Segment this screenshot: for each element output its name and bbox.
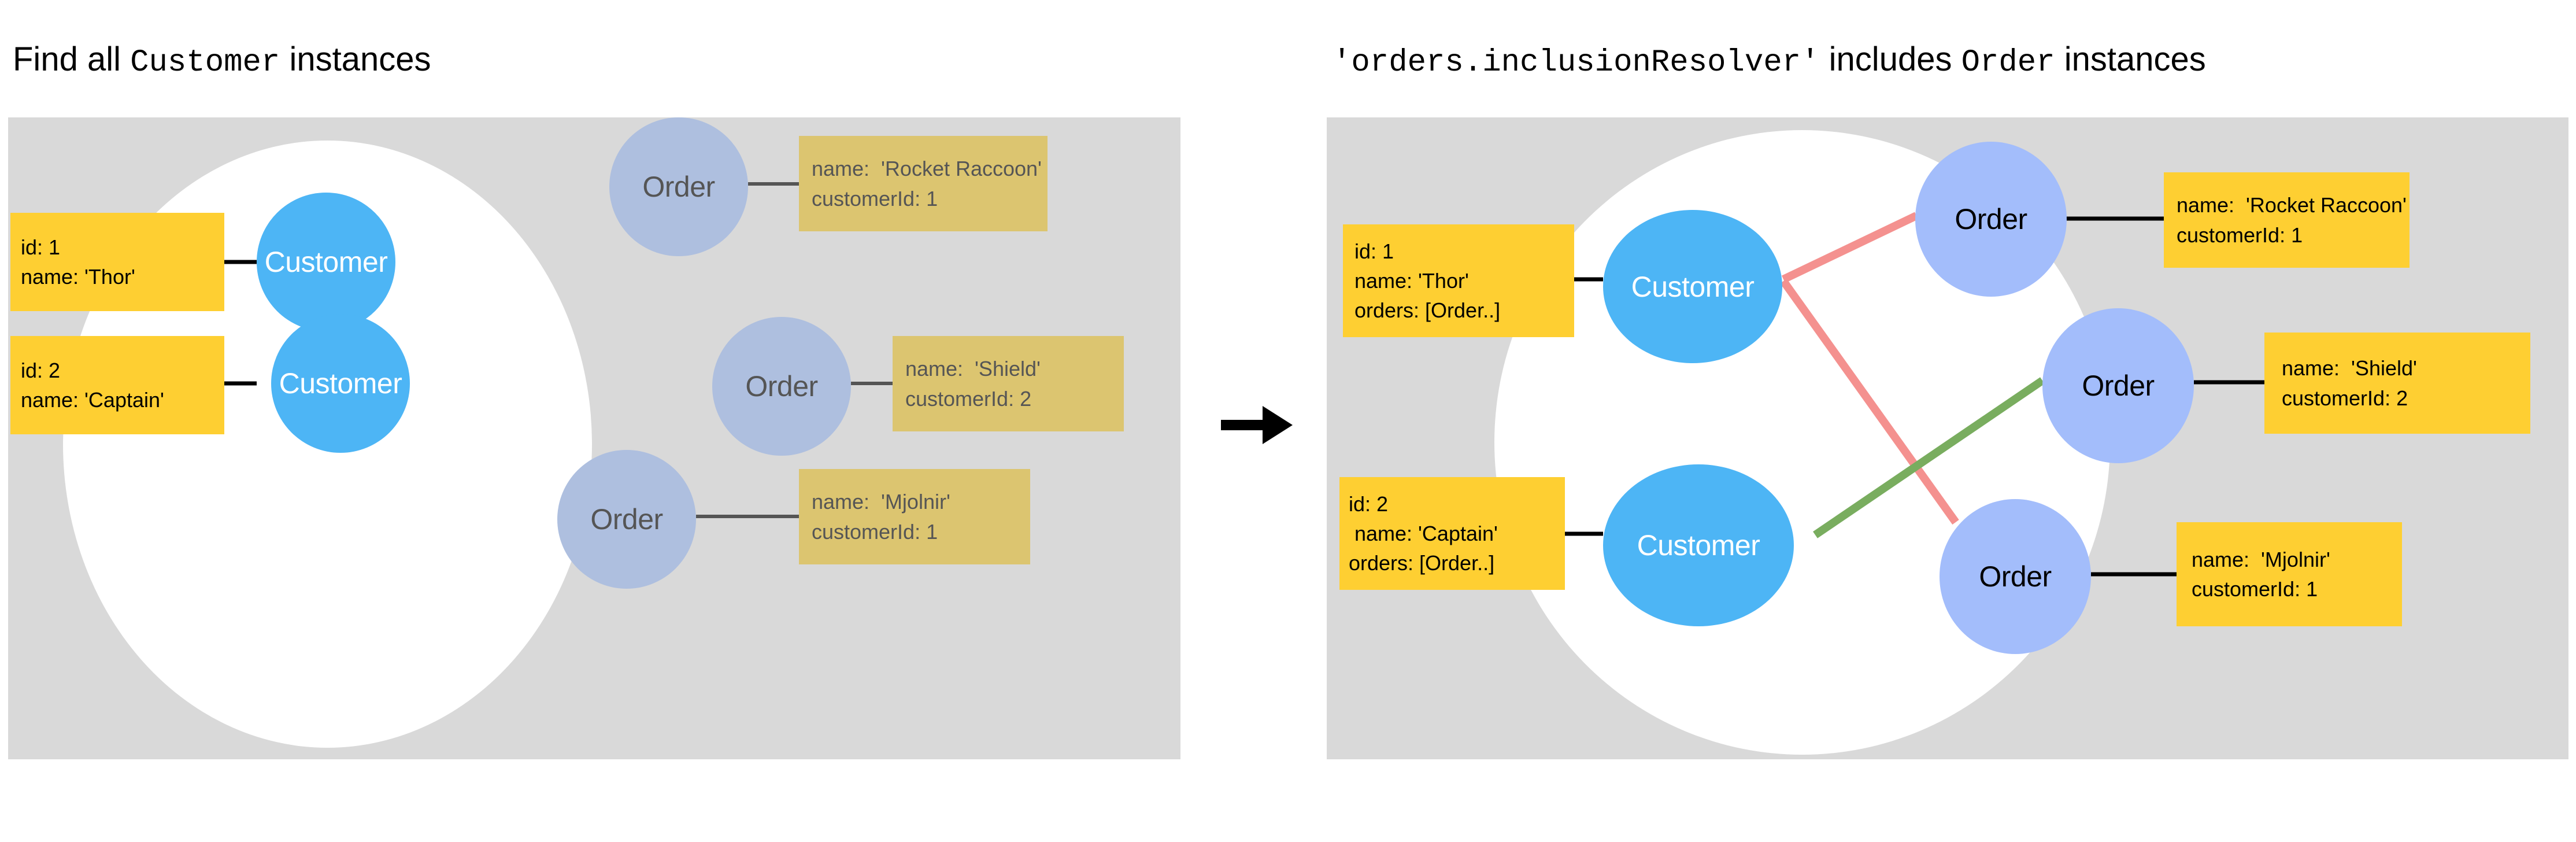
attrbox-order-3: name: 'Mjolnir' customerId: 1 [799, 469, 1030, 564]
node-order-2-label: Order [745, 370, 818, 402]
node-order-1-label: Order [1955, 203, 2027, 235]
right-title-code2: Order [1961, 45, 2055, 80]
attrbox-order-3: name: 'Mjolnir' customerId: 1 [2177, 522, 2402, 626]
attrbox-order-3-line-0: name: 'Mjolnir' [812, 490, 950, 514]
node-order-2[interactable]: Order [2042, 308, 2194, 463]
node-order-2-label: Order [2082, 370, 2155, 402]
right-arrow-icon [1221, 406, 1293, 444]
left-title-code: Customer [130, 45, 280, 80]
node-order-1[interactable]: Order [609, 117, 748, 256]
right-panel-inner: Customer Customer Order Order Order id: … [1327, 117, 2568, 759]
node-order-3-label: Order [590, 503, 663, 536]
node-customer-1-label: Customer [1631, 270, 1755, 303]
attrbox-customer-1-line-0: id: 1 [21, 235, 61, 259]
node-order-3[interactable]: Order [557, 450, 696, 589]
node-customer-1-label: Customer [264, 246, 388, 278]
right-title-middle: includes [1819, 40, 1961, 78]
attrbox-customer-1: id: 1 name: 'Thor' orders: [Order..] [1343, 224, 1574, 337]
node-customer-1[interactable]: Customer [257, 193, 395, 331]
attrbox-customer-2-line-1: name: 'Captain' [21, 388, 164, 412]
right-panel: Customer Customer Order Order Order id: … [1327, 117, 2568, 759]
attrbox-order-1-line-1: customerId: 1 [812, 186, 938, 211]
attrbox-order-2: name: 'Shield' customerId: 2 [893, 336, 1124, 431]
node-customer-1[interactable]: Customer [1603, 210, 1782, 363]
attrbox-customer-2-line-0: id: 2 [1349, 492, 1389, 516]
attrbox-order-1-line-1: customerId: 1 [2177, 223, 2303, 247]
node-customer-2[interactable]: Customer [1603, 464, 1794, 626]
node-order-1-label: Order [642, 171, 715, 203]
attrbox-customer-1-line-2: orders: [Order..] [1354, 298, 1501, 323]
attrbox-order-3-line-0: name: 'Mjolnir' [2192, 547, 2330, 571]
attrbox-customer-2: id: 2 name: 'Captain' orders: [Order..] [1339, 477, 1565, 590]
left-title-prefix: Find all [13, 40, 131, 78]
left-panel-inner: Customer Customer Order Order Order id: … [8, 117, 1180, 759]
attrbox-customer-2: id: 2 name: 'Captain' [10, 336, 224, 434]
attrbox-order-3-line-1: customerId: 1 [812, 519, 938, 544]
attrbox-customer-1-line-1: name: 'Thor' [21, 265, 135, 289]
attrbox-order-2-line-0: name: 'Shield' [905, 357, 1041, 381]
right-title-suffix: instances [2055, 40, 2206, 78]
attrbox-customer-1-line-1: name: 'Thor' [1354, 268, 1469, 293]
left-panel: Customer Customer Order Order Order id: … [8, 117, 1180, 759]
node-customer-2-label: Customer [279, 367, 402, 400]
node-customer-2-label: Customer [1637, 529, 1760, 562]
attrbox-customer-1-line-0: id: 1 [1354, 239, 1394, 263]
attrbox-order-3-line-1: customerId: 1 [2192, 577, 2318, 601]
attrbox-customer-1: id: 1 name: 'Thor' [10, 213, 224, 311]
attrbox-order-2: name: 'Shield' customerId: 2 [2264, 333, 2530, 434]
attrbox-order-2-line-0: name: 'Shield' [2282, 356, 2417, 381]
attrbox-customer-2-line-0: id: 2 [21, 358, 61, 382]
left-panel-title: Find all Customer instances [13, 43, 431, 79]
attrbox-order-1-line-0: name: 'Rocket Raccoon' [812, 157, 1042, 181]
node-customer-2[interactable]: Customer [271, 314, 410, 453]
node-order-3-label: Order [1979, 560, 2052, 593]
attrbox-order-1-line-0: name: 'Rocket Raccoon' [2177, 193, 2407, 217]
right-title-code: 'orders.inclusionResolver' [1333, 45, 1820, 80]
attrbox-order-1: name: 'Rocket Raccoon' customerId: 1 [799, 136, 1048, 231]
attrbox-customer-2-line-1: name: 'Captain' [1349, 521, 1498, 545]
node-order-3[interactable]: Order [1940, 499, 2091, 654]
node-order-1[interactable]: Order [1915, 142, 2067, 297]
attrbox-order-2-line-1: customerId: 2 [2282, 386, 2408, 410]
attrbox-order-1: name: 'Rocket Raccoon' customerId: 1 [2164, 172, 2410, 268]
node-order-2[interactable]: Order [712, 317, 851, 456]
attrbox-order-2-line-1: customerId: 2 [905, 386, 1032, 411]
left-title-suffix: instances [280, 40, 431, 78]
right-panel-title: 'orders.inclusionResolver' includes Orde… [1333, 43, 2206, 79]
attrbox-customer-2-line-2: orders: [Order..] [1349, 551, 1495, 575]
